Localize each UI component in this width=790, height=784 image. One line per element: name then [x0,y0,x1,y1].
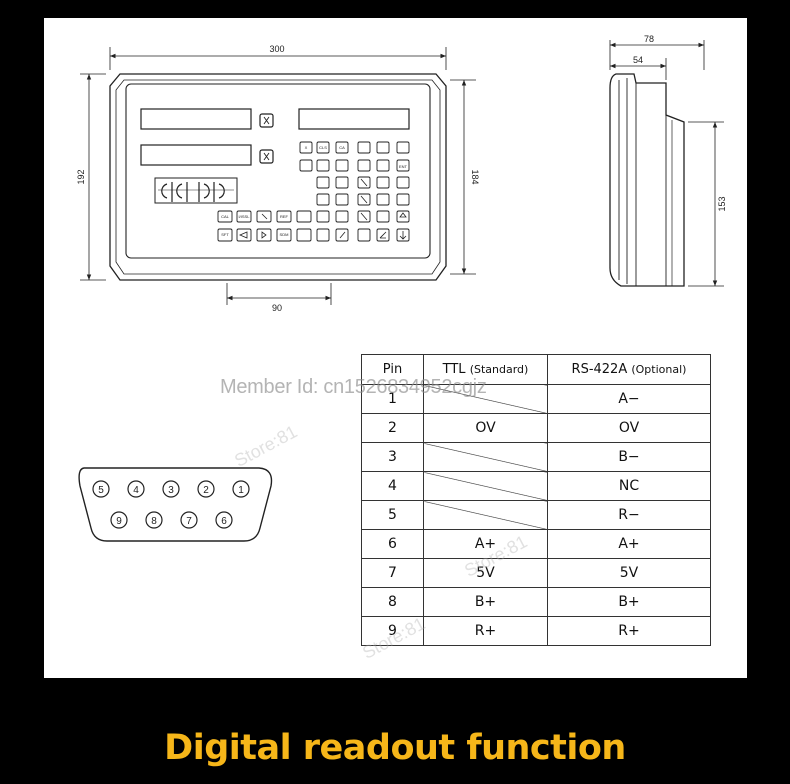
rs-cell: B+ [547,587,711,617]
table-row: 7 5V 5V [361,558,711,588]
x-axis-display [140,108,252,130]
pin-number: 4 [133,485,139,496]
rs-cell: R− [547,500,711,530]
rs-cell: OV [547,413,711,443]
header-ttl-name: TTL [442,362,466,377]
key-label-ca: CA [339,145,345,150]
table-row: 8 B+ B+ [361,587,711,617]
table-row: 4 NC [361,471,711,501]
pin-cell: 7 [361,558,424,588]
rs-cell: A− [547,384,711,414]
pin-assignment-table: Pin TTL (Standard) RS-422A (Optional) 1 … [361,354,711,646]
pin-cell: 5 [361,500,424,530]
dim-184: 184 [470,169,480,184]
table-row: 5 R− [361,500,711,530]
member-id-watermark: Member Id: cn1526834952cgjz [220,376,487,398]
diagram-panel: X CLS CA CAL I/ISSL REF SFT SDM ENT 300 [44,18,747,678]
pin-cell: 4 [361,471,424,501]
rs-cell: NC [547,471,711,501]
caption-title: Digital readout function [164,728,626,768]
pin-number: 9 [116,516,122,527]
dro-side-view [609,73,685,287]
pin-cell: 9 [361,616,424,646]
db9-shell [78,467,273,542]
dim-90: 90 [272,303,282,313]
ttl-cell-empty [423,471,548,501]
ttl-cell: OV [423,413,548,443]
key-label-cal: CAL [221,214,230,219]
pin-number: 7 [186,516,192,527]
side-dimension-lines [609,40,724,287]
header-ttl: TTL (Standard) [423,354,548,385]
header-rs-note: (Optional) [631,363,687,376]
table-row: 6 A+ A+ [361,529,711,559]
pin-number: 2 [203,485,209,496]
pin-cell: 8 [361,587,424,617]
key-label-sft: SFT [221,232,229,237]
pin-number: 8 [151,516,157,527]
pin-cell: 2 [361,413,424,443]
pin-number: 6 [221,516,227,527]
ttl-cell-empty [423,500,548,530]
dim-300: 300 [269,44,284,54]
display-windows [140,108,410,166]
key-label-sdm: SDM [280,232,289,237]
status-led-area [154,177,238,204]
rs-cell: 5V [547,558,711,588]
table-row: 1 A− [361,384,711,414]
ttl-cell-empty [423,442,548,472]
axis-letter-marks [263,116,270,161]
table-row: 2 OV OV [361,413,711,443]
pin-number: 1 [238,485,244,496]
key-label-mm-inch: I/ISSL [239,214,251,219]
pin-number: 5 [98,485,104,496]
header-ttl-note: (Standard) [469,363,529,376]
y-axis-display [140,144,252,166]
dro-front-view [109,73,447,281]
header-rs422a: RS-422A (Optional) [547,354,711,385]
dim-54: 54 [633,55,643,65]
dim-192: 192 [76,169,86,184]
keypad-symbols [238,178,407,240]
db9-connector [78,467,273,542]
keypad-labels: X CLS CA CAL I/ISSL REF SFT SDM ENT [221,145,407,237]
pin-cell: 6 [361,529,424,559]
header-rs-name: RS-422A [571,362,628,377]
rs-cell: R+ [547,616,711,646]
key-label-ref: REF [280,214,289,219]
table-row: 9 R+ R+ [361,616,711,646]
technical-drawing: X CLS CA CAL I/ISSL REF SFT SDM ENT 300 [76,34,727,542]
key-label-ent: ENT [399,164,408,169]
pin-number: 3 [168,485,174,496]
db9-pins [92,480,250,529]
dim-78: 78 [644,34,654,44]
front-dimension-lines [80,47,476,305]
db9-pin-numbers: 5 4 3 2 1 9 8 7 6 [98,485,244,527]
rs-cell: B− [547,442,711,472]
dim-153: 153 [717,196,727,211]
rs-cell: A+ [547,529,711,559]
key-label-x: X [305,145,308,150]
aux-display [298,108,410,130]
ttl-cell: R+ [423,616,548,646]
key-label-cls: CLS [319,145,327,150]
pin-cell: 3 [361,442,424,472]
table-row: 3 B− [361,442,711,472]
ttl-cell-empty [423,384,548,414]
ttl-cell: B+ [423,587,548,617]
